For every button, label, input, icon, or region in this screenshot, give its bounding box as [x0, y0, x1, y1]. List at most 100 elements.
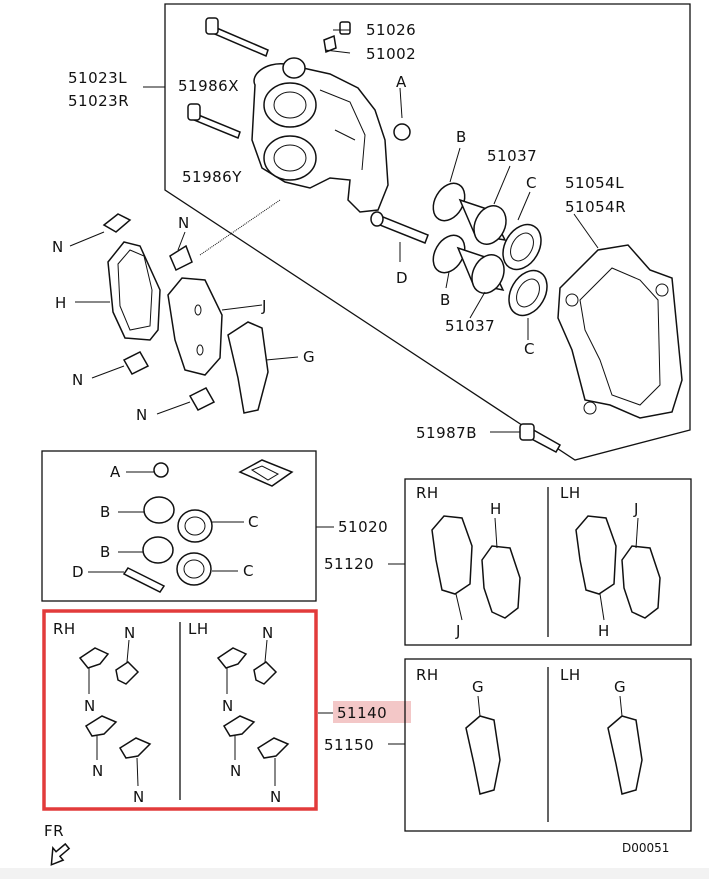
seal-b-upper: [432, 182, 466, 222]
label-c-kit-2: C: [243, 562, 254, 580]
label-j-rh: J: [455, 622, 461, 640]
label-d-main: D: [396, 269, 408, 287]
label-h-main: H: [55, 294, 67, 312]
clip-n-4: [188, 387, 216, 411]
label-51987b: 51987B: [416, 424, 477, 442]
label-rh-51150: RH: [416, 666, 439, 684]
label-rh-51140: RH: [53, 620, 76, 638]
label-51150: 51150: [324, 736, 374, 754]
label-51037-top: 51037: [487, 147, 537, 165]
label-h-rh: H: [490, 500, 502, 518]
bolt-51987b: [519, 423, 562, 454]
bolt-51986y: [187, 103, 241, 139]
seal-b-lower: [432, 234, 466, 274]
bolt-51986x: [205, 17, 269, 58]
label-n-main-3: N: [72, 371, 84, 389]
label-n-main-2: N: [52, 238, 64, 256]
label-g-main: G: [303, 348, 315, 366]
kit-51150-leaders: [388, 695, 623, 745]
label-51054r: 51054R: [565, 198, 626, 216]
label-51023l: 51023L: [68, 69, 127, 87]
label-j-lh: J: [633, 500, 639, 518]
clip-n-1: [102, 213, 132, 233]
pad-h: [107, 241, 161, 341]
label-51054l: 51054L: [565, 174, 624, 192]
kit-51020-labels: A B C B C D 51020: [72, 463, 388, 581]
label-51986y: 51986Y: [182, 168, 242, 186]
kit-51120-leaders: [388, 517, 639, 621]
kit-51120-labels: 51120 RH LH H J J H: [324, 484, 639, 640]
label-n-main-4: N: [136, 406, 148, 424]
label-51002: 51002: [366, 45, 416, 63]
label-n-lh-2: N: [222, 697, 234, 715]
part-a-nut: [393, 123, 411, 141]
kit-51140-labels: RH LH N N N N N N N N: [53, 620, 282, 806]
label-51120: 51120: [324, 555, 374, 573]
label-c-main-top: C: [526, 174, 537, 192]
main-assembly-frame: [164, 3, 691, 461]
bottom-bar: [0, 868, 709, 879]
label-51023r: 51023R: [68, 92, 129, 110]
clip-n-3: [122, 351, 150, 375]
kit-51140-leaders: [88, 639, 334, 787]
kit-51140-parts: [78, 647, 290, 759]
piston-51037-upper: [458, 198, 507, 245]
label-n-lh-3: N: [230, 762, 242, 780]
kit-51140-highlight-box: [42, 609, 318, 811]
front-arrow-icon: [50, 842, 71, 866]
label-c-kit-1: C: [248, 513, 259, 531]
kit-51120-parts: [431, 515, 661, 619]
label-g-rh: G: [472, 678, 484, 696]
label-lh-51140: LH: [188, 620, 209, 638]
label-n-rh-4: N: [133, 788, 145, 806]
label-n-main-1: N: [178, 214, 190, 232]
bleeder-screw-51002: [323, 34, 337, 54]
label-d-kit: D: [72, 563, 84, 581]
kit-51150-parts: [465, 715, 643, 795]
label-b-kit-1: B: [100, 503, 111, 521]
label-b-kit-2: B: [100, 543, 111, 561]
label-rh-51120: RH: [416, 484, 439, 502]
label-51020: 51020: [338, 518, 388, 536]
label-b-main-bottom: B: [440, 291, 451, 309]
bleeder-cap-51026: [339, 21, 351, 35]
label-c-main-bottom: C: [524, 340, 535, 358]
main-leader-lines: [69, 29, 599, 433]
label-lh-51150: LH: [560, 666, 581, 684]
label-51140: 51140: [337, 704, 387, 722]
shim-g: [227, 321, 269, 414]
label-51140-highlight: [333, 701, 411, 723]
kit-51150-labels: 51150 RH LH G G: [324, 666, 626, 754]
caliper-support-51054: [557, 244, 683, 419]
label-a-kit: A: [110, 463, 121, 481]
label-51026: 51026: [366, 21, 416, 39]
piston-51037-lower: [456, 246, 505, 294]
label-lh-51120: LH: [560, 484, 581, 502]
kit-51150-box: [404, 658, 692, 832]
boot-c-lower: [508, 269, 548, 317]
pad-j: [167, 277, 223, 376]
clip-n-2: [169, 244, 193, 272]
grease-packet: [238, 459, 294, 487]
label-g-lh: G: [614, 678, 626, 696]
label-n-lh-4: N: [270, 788, 282, 806]
label-n-rh-1: N: [124, 624, 136, 642]
kit-51020-parts: [122, 459, 294, 593]
main-labels: 51026 51002 51023L 51023R 51986X 51986Y …: [52, 21, 626, 442]
guide-pin-d: [370, 211, 429, 244]
label-b-main-top: B: [456, 128, 467, 146]
label-51037-bottom: 51037: [445, 317, 495, 335]
label-n-rh-3: N: [92, 762, 104, 780]
caliper-body: [251, 57, 389, 213]
kit-51020-leaders: [88, 471, 334, 573]
kit-51120-box: [404, 478, 692, 646]
label-j-main: J: [261, 297, 267, 315]
label-n-lh-1: N: [262, 624, 274, 642]
front-label: FR: [44, 822, 64, 840]
label-n-rh-2: N: [84, 697, 96, 715]
label-a-main: A: [396, 73, 407, 91]
kit-51020-box: [41, 450, 317, 602]
label-h-lh: H: [598, 622, 610, 640]
diagram-code: D00051: [622, 841, 669, 855]
